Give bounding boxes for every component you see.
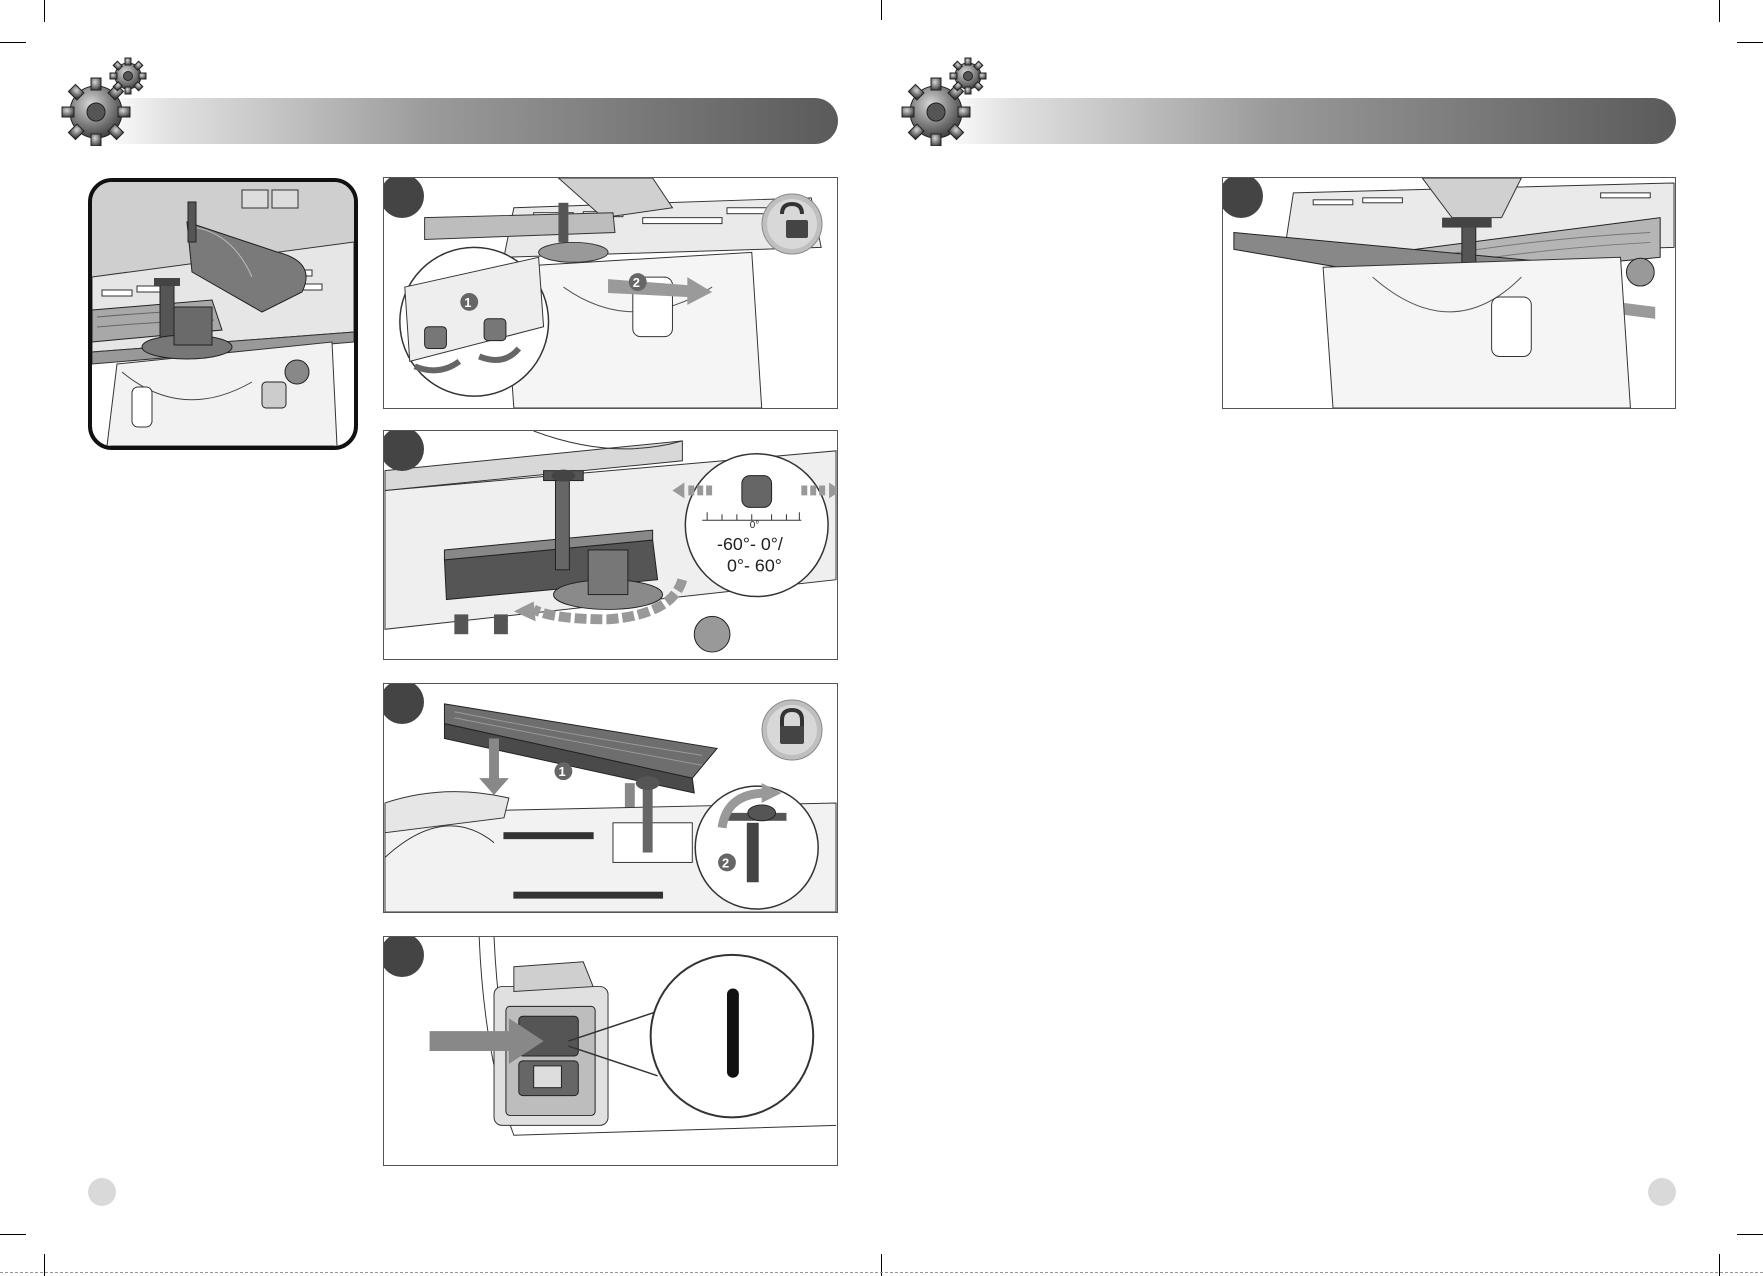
crop-mark bbox=[0, 1234, 26, 1235]
step-panel-d bbox=[383, 936, 838, 1166]
crop-mark bbox=[1719, 0, 1720, 22]
svg-text:1: 1 bbox=[558, 764, 565, 779]
right-header-bar bbox=[940, 98, 1676, 144]
svg-text:2: 2 bbox=[722, 855, 729, 870]
gear-icon bbox=[896, 54, 988, 146]
svg-text:0°- 60°: 0°- 60° bbox=[727, 556, 782, 576]
page-number-right bbox=[1648, 1178, 1676, 1206]
crop-mark bbox=[1737, 1234, 1763, 1235]
svg-text:-60°- 0°/: -60°- 0°/ bbox=[717, 534, 783, 554]
crop-mark bbox=[1737, 42, 1763, 43]
step-panel-c: 1 2 bbox=[383, 683, 838, 913]
left-header-bar bbox=[100, 98, 838, 144]
crop-mark bbox=[0, 42, 26, 43]
step-panel-b: 0° -60°- 0°/ 0°- 60° bbox=[383, 430, 838, 660]
lock-closed-icon bbox=[760, 698, 824, 762]
bottom-dotted-line bbox=[0, 1272, 1763, 1273]
svg-text:0°: 0° bbox=[750, 520, 760, 531]
page-number-left bbox=[88, 1178, 116, 1206]
crop-mark bbox=[881, 0, 882, 20]
step-panel-right bbox=[1222, 177, 1676, 409]
crop-mark bbox=[44, 0, 45, 22]
gear-icon bbox=[56, 54, 148, 146]
svg-text:2: 2 bbox=[633, 275, 640, 290]
step-panel-a: 2 1 bbox=[383, 177, 838, 409]
switch-on-symbol bbox=[727, 989, 739, 1078]
lock-open-icon bbox=[760, 192, 824, 256]
overview-illustration bbox=[88, 178, 358, 450]
svg-text:1: 1 bbox=[464, 295, 471, 310]
